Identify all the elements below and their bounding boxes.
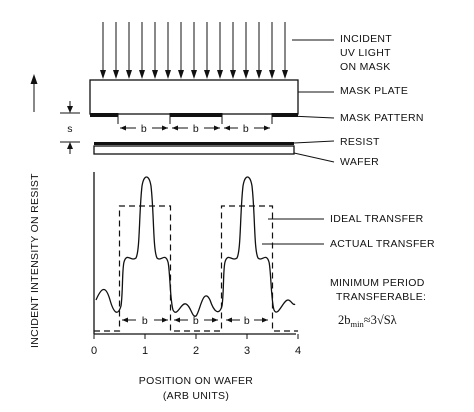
actual-transfer-curve — [95, 176, 296, 317]
x-axis-label-2: (ARB UNITS) — [163, 390, 229, 402]
wafer-label: WAFER — [340, 156, 379, 168]
mask-b-label-2: b — [193, 123, 199, 135]
down-arrow-icon — [269, 70, 275, 79]
down-arrow-icon — [165, 70, 171, 79]
incident-label-1: INCIDENT — [340, 33, 392, 45]
incident-label-2: UV LIGHT — [340, 47, 391, 59]
down-arrow-icon — [126, 70, 132, 79]
min-period-formula: 2bmin≈3√Sλ — [338, 313, 397, 329]
down-arrow-icon — [217, 70, 223, 79]
resist-label: RESIST — [340, 136, 380, 148]
down-arrow-icon — [139, 70, 145, 79]
x-tick-label: 4 — [295, 345, 301, 357]
down-arrow-icon — [152, 70, 158, 79]
right-labels: INCIDENT UV LIGHT ON MASK MASK PLATE MAS… — [262, 33, 435, 329]
down-arrow-icon — [243, 70, 249, 79]
down-arrow-icon — [191, 70, 197, 79]
mask-pattern — [90, 113, 298, 124]
plot-b-label-1: b — [142, 315, 148, 327]
down-arrow-icon — [204, 70, 210, 79]
x-ticks: 0 1 2 3 4 — [91, 334, 301, 357]
x-tick-label: 1 — [142, 345, 148, 357]
uv-arrows-group — [100, 22, 288, 79]
mask-plate-label: MASK PLATE — [340, 85, 408, 97]
mask-b-label-1: b — [141, 123, 147, 135]
min-period-label-2: TRANSFERABLE: — [336, 291, 426, 303]
x-tick-label: 3 — [244, 345, 250, 357]
mask-plate — [89, 79, 299, 115]
mask-b-label-3: b — [243, 123, 249, 135]
ideal-transfer-curve — [94, 205, 298, 332]
ideal-transfer-label: IDEAL TRANSFER — [330, 213, 424, 225]
up-arrow-icon — [30, 74, 38, 84]
mask-pattern-label: MASK PATTERN — [340, 112, 424, 124]
s-gap-dimension: s — [60, 101, 80, 154]
x-tick-label: 0 — [91, 345, 97, 357]
resist-layer — [94, 142, 294, 145]
down-arrow-icon — [100, 70, 106, 79]
s-label: s — [67, 123, 73, 135]
y-axis-label: INCIDENT INTENSITY ON RESIST — [29, 173, 41, 348]
wafer — [93, 145, 295, 155]
down-arrow-icon — [256, 70, 262, 79]
mask-b-dimensions: b b b — [120, 123, 270, 135]
x-axis-label-1: POSITION ON WAFER — [139, 375, 253, 387]
plot-b-label-3: b — [244, 315, 250, 327]
down-arrow-icon — [282, 70, 288, 79]
plot-b-label-2: b — [193, 315, 199, 327]
x-tick-label: 2 — [193, 345, 199, 357]
actual-transfer-label: ACTUAL TRANSFER — [330, 238, 435, 250]
down-arrow-icon — [230, 70, 236, 79]
incident-label-3: ON MASK — [340, 61, 391, 73]
plot-b-dimensions: b b b — [122, 315, 268, 327]
down-arrow-icon — [178, 70, 184, 79]
down-arrow-icon — [113, 70, 119, 79]
y-axis-label-group: INCIDENT INTENSITY ON RESIST — [29, 74, 41, 348]
min-period-label-1: MINIMUM PERIOD — [330, 277, 425, 289]
